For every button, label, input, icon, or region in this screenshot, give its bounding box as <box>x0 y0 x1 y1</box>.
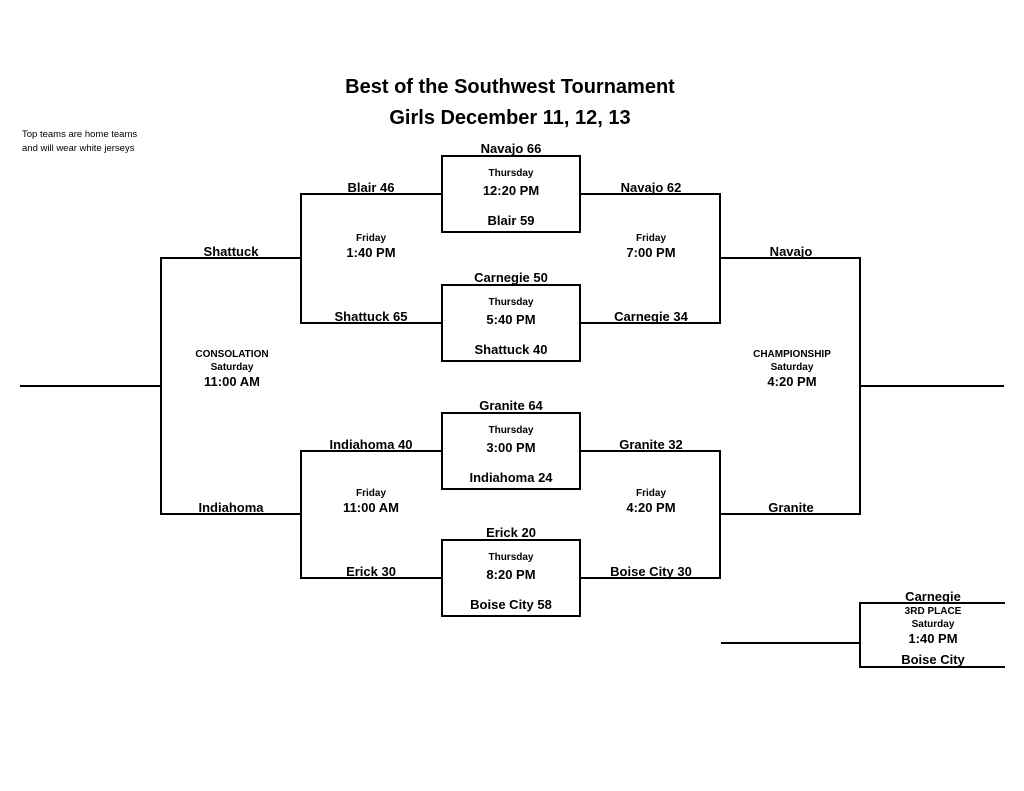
game4-time: 8:20 PM <box>486 567 536 582</box>
championship-semi2-bottom: Boise City 30 <box>610 564 692 579</box>
consolation-semi1-day: Friday <box>355 233 387 244</box>
thirdplace-info: 3RD PLACE Saturday 1:40 PM <box>905 605 962 646</box>
bracket-line-consolation-winner <box>20 385 161 387</box>
home-team-note-line1: Top teams are home teams <box>22 129 138 140</box>
consolation-final-info: CONSOLATION Saturday 11:00 AM <box>195 348 268 389</box>
bracket-line-carnegie-3rd <box>861 602 1005 604</box>
game4-box: Thursday 8:20 PM Boise City 58 <box>441 539 581 617</box>
bracket-line-boisecity30 <box>581 577 721 579</box>
consolation-semi1-time: 1:40 PM <box>346 245 396 260</box>
thirdplace-day: Saturday <box>911 619 955 630</box>
championship-semi2-time: 4:20 PM <box>626 500 676 515</box>
bracket-connector-right-bottom <box>719 450 721 579</box>
championship-semi2-winner: Granite <box>768 500 814 515</box>
thirdplace-label: 3RD PLACE <box>904 606 962 617</box>
bracket-line-granite32 <box>581 450 721 452</box>
bracket-line-shattuck <box>161 257 301 259</box>
championship-semi1-time: 7:00 PM <box>626 245 676 260</box>
championship-semi2-schedule: Friday 4:20 PM <box>626 487 675 515</box>
bracket-line-erick30 <box>301 577 441 579</box>
game4-bottom-team: Boise City 58 <box>470 597 552 612</box>
game3-box: Thursday 3:00 PM Indiahoma 24 <box>441 412 581 490</box>
game1-day: Thursday <box>488 168 534 179</box>
consolation-semi2-time: 11:00 AM <box>343 500 399 515</box>
consolation-semi2-winner: Indiahoma <box>198 500 264 515</box>
bracket-connector-championship <box>859 257 861 515</box>
bracket-line-granite <box>721 513 861 515</box>
bracket-line-carnegie34 <box>581 322 721 324</box>
championship-semi1-day: Friday <box>635 233 667 244</box>
thirdplace-bottom-team: Boise City <box>901 652 965 667</box>
consolation-semi2-day: Friday <box>355 488 387 499</box>
game1-bottom-team: Blair 59 <box>487 213 535 228</box>
championship-semi1-schedule: Friday 7:00 PM <box>626 232 675 260</box>
bracket-line-indiahoma <box>161 513 301 515</box>
bracket-line-indiahoma40 <box>301 450 441 452</box>
home-team-note-line2: and will wear white jerseys <box>22 143 135 154</box>
game2-bottom-team: Shattuck 40 <box>474 342 548 357</box>
championship-semi1-top: Navajo 62 <box>620 180 682 195</box>
game2-top-team: Carnegie 50 <box>474 270 548 285</box>
bracket-line-champion <box>861 385 1004 387</box>
championship-final-label: CHAMPIONSHIP <box>753 349 831 360</box>
consolation-semi1-winner: Shattuck <box>203 244 259 259</box>
game1-top-team: Navajo 66 <box>480 141 542 156</box>
championship-semi2-day: Friday <box>635 488 667 499</box>
consolation-semi2-top: Indiahoma 40 <box>329 437 413 452</box>
consolation-semi2-bottom: Erick 30 <box>346 564 396 579</box>
bracket-line-navajo62 <box>581 193 721 195</box>
championship-semi1-winner: Navajo <box>769 244 813 259</box>
game4-day: Thursday <box>488 552 534 563</box>
game3-day: Thursday <box>488 425 534 436</box>
consolation-final-time: 11:00 AM <box>204 374 260 389</box>
bracket-line-thirdplace-feeder <box>721 642 861 644</box>
game2-box: Thursday 5:40 PM Shattuck 40 <box>441 284 581 362</box>
consolation-semi1-schedule: Friday 1:40 PM <box>346 232 395 260</box>
bracket-line-boisecity-3rd <box>861 666 1005 668</box>
championship-final-day: Saturday <box>770 362 814 373</box>
game1-box: Thursday 12:20 PM Blair 59 <box>441 155 581 233</box>
game4-top-team: Erick 20 <box>486 525 536 540</box>
consolation-final-day: Saturday <box>210 362 254 373</box>
game3-bottom-team: Indiahoma 24 <box>469 470 553 485</box>
thirdplace-top-team: Carnegie <box>905 589 961 604</box>
bracket-connector-left-bottom <box>300 450 302 579</box>
bracket-line-shattuck65 <box>301 322 441 324</box>
thirdplace-time: 1:40 PM <box>908 631 958 646</box>
game2-time: 5:40 PM <box>486 312 536 327</box>
consolation-semi1-bottom: Shattuck 65 <box>334 309 408 324</box>
consolation-semi2-schedule: Friday 11:00 AM <box>343 487 399 515</box>
bracket-connector-left-top <box>300 193 302 324</box>
championship-final-time: 4:20 PM <box>767 374 817 389</box>
consolation-final-label: CONSOLATION <box>195 349 269 360</box>
bracket-line-blair46 <box>301 193 441 195</box>
game3-top-team: Granite 64 <box>479 398 543 413</box>
game1-time: 12:20 PM <box>482 183 540 198</box>
championship-final-info: CHAMPIONSHIP Saturday 4:20 PM <box>753 348 831 389</box>
bracket-connector-right-top <box>719 193 721 324</box>
page-title: Best of the Southwest Tournament <box>345 76 675 98</box>
game2-day: Thursday <box>488 297 534 308</box>
game3-time: 3:00 PM <box>486 440 536 455</box>
championship-semi1-bottom: Carnegie 34 <box>614 309 688 324</box>
bracket-connector-thirdplace <box>859 602 861 668</box>
bracket-line-navajo <box>721 257 861 259</box>
consolation-semi1-top: Blair 46 <box>347 180 395 195</box>
bracket-connector-consolation <box>160 257 162 515</box>
championship-semi2-top: Granite 32 <box>619 437 683 452</box>
page-subtitle: Girls December 11, 12, 13 <box>389 107 631 129</box>
